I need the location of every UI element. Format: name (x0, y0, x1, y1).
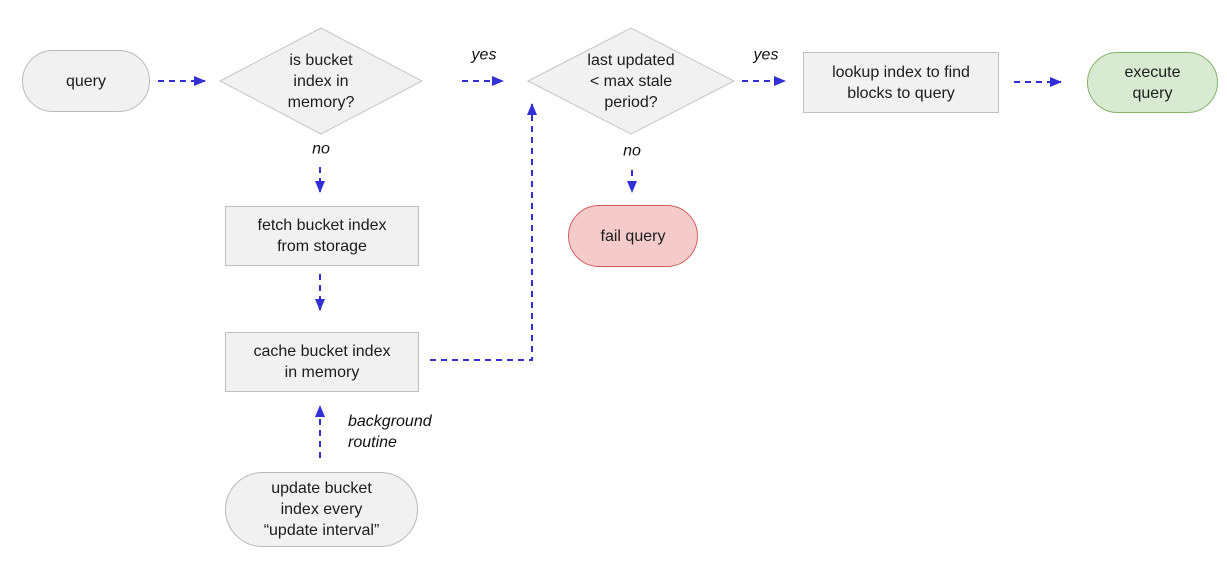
edge-label-memory-no: no (312, 140, 330, 158)
node-query: query (22, 50, 150, 112)
edge-cache-to-stale-check (430, 103, 537, 361)
node-update-bucket-index: update bucket index every “update interv… (225, 472, 418, 547)
node-cache-bucket-index: cache bucket index in memory (225, 332, 419, 392)
edge-label-background-routine: background routine (348, 413, 432, 451)
node-lookup-index: lookup index to find blocks to query (803, 52, 999, 113)
node-fetch-bucket-index: fetch bucket index from storage (225, 206, 419, 266)
node-stale-check-label: last updated < max stale period? (587, 51, 675, 111)
node-execute-query: execute query (1087, 52, 1218, 113)
stale-check-diamond (526, 27, 736, 135)
edge-label-memory-yes: yes (471, 46, 497, 64)
node-memory-check-label: is bucket index in memory? (287, 51, 355, 111)
edge-label-stale-yes: yes (753, 46, 779, 64)
node-fail-query: fail query (568, 205, 698, 267)
memory-check-diamond (218, 27, 424, 135)
edge-label-stale-no: no (623, 142, 641, 160)
